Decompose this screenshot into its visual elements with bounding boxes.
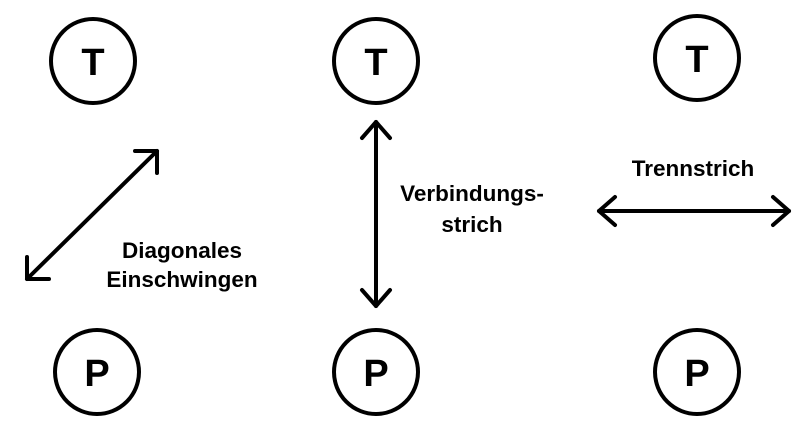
- horizontal-double-arrow: [597, 195, 791, 227]
- diagonal-arrow-head-top: [133, 149, 159, 175]
- t-node-right-circle: [653, 14, 741, 102]
- diagonal-arrow-shaft: [25, 149, 159, 281]
- label-diagonal-line2: Einschwingen: [106, 267, 257, 292]
- label-connection-line2: strich: [441, 212, 502, 237]
- p-node-center-letter: P: [363, 353, 388, 395]
- t-node-left-letter: T: [81, 42, 104, 84]
- p-node-center: P: [332, 328, 420, 416]
- t-node-left: T: [49, 17, 137, 105]
- label-separator: Trennstrich: [632, 156, 755, 181]
- p-node-right-circle: [653, 328, 741, 416]
- vertical-arrow-head-top: [360, 120, 392, 140]
- t-node-left-circle: [49, 17, 137, 105]
- vertical-double-arrow: [360, 120, 392, 308]
- p-node-left-circle: [53, 328, 141, 416]
- t-node-right: T: [653, 14, 741, 102]
- horizontal-arrow-head-right: [771, 195, 791, 227]
- p-node-center-circle: [332, 328, 420, 416]
- p-node-right: P: [653, 328, 741, 416]
- t-node-center-letter: T: [364, 42, 387, 84]
- t-node-center: T: [332, 17, 420, 105]
- vertical-arrow-head-bottom: [360, 288, 392, 308]
- t-node-right-letter: T: [685, 39, 708, 81]
- p-node-left-letter: P: [84, 353, 109, 395]
- diagonal-double-arrow: [25, 149, 159, 281]
- label-diagonal-line1: Diagonales: [122, 238, 242, 263]
- t-node-center-circle: [332, 17, 420, 105]
- label-connection-line1: Verbindungs-: [400, 181, 544, 206]
- diagonal-arrow-head-bottom: [25, 255, 51, 281]
- horizontal-arrow-head-left: [597, 195, 617, 227]
- p-node-right-letter: P: [684, 353, 709, 395]
- p-node-left: P: [53, 328, 141, 416]
